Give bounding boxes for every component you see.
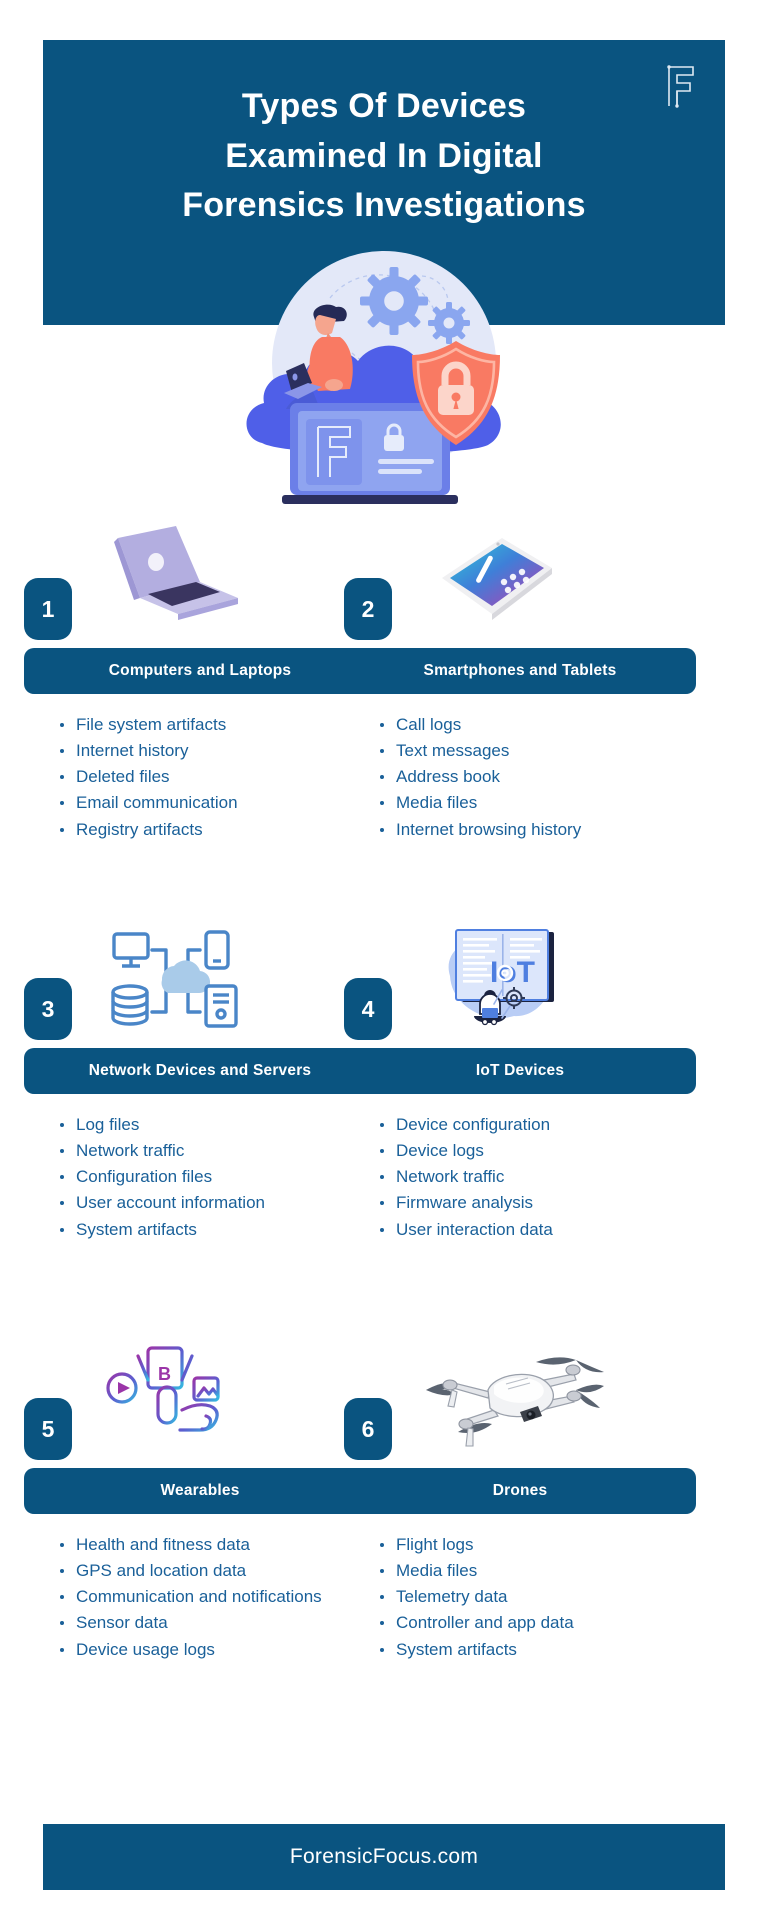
section-number-badge: 6: [344, 1398, 392, 1460]
list-item: Telemetry data: [378, 1584, 696, 1609]
list-item: User interaction data: [378, 1217, 696, 1242]
section-label: Network Devices and Servers: [24, 1048, 376, 1094]
section-header: 1: [24, 520, 376, 640]
list-item: System artifacts: [378, 1637, 696, 1662]
list-item: Communication and notifications: [58, 1584, 376, 1609]
section-label: Smartphones and Tablets: [344, 648, 696, 694]
list-item: Device logs: [378, 1138, 696, 1163]
section-list: Call logs Text messages Address book Med…: [378, 712, 696, 842]
section-list: Flight logs Media files Telemetry data C…: [378, 1532, 696, 1662]
page-title: Types Of Devices Examined In Digital For…: [43, 82, 725, 231]
section-wearables: 5: [24, 1340, 376, 1663]
list-item: Flight logs: [378, 1532, 696, 1557]
section-header: 2: [344, 520, 696, 640]
section-iot-devices: 4: [344, 920, 696, 1243]
list-item: Controller and app data: [378, 1610, 696, 1635]
list-item: File system artifacts: [58, 712, 376, 737]
network-cloud-icon: [96, 920, 256, 1038]
section-label: Computers and Laptops: [24, 648, 376, 694]
list-item: Device usage logs: [58, 1637, 376, 1662]
page-title-line-3: Forensics Investigations: [182, 186, 586, 225]
list-item: System artifacts: [58, 1217, 376, 1242]
section-label: IoT Devices: [344, 1048, 696, 1094]
wearable-media-icon: B: [96, 1340, 256, 1458]
list-item: Health and fitness data: [58, 1532, 376, 1557]
section-number-badge: 4: [344, 978, 392, 1040]
section-number-badge: 3: [24, 978, 72, 1040]
list-item: Device configuration: [378, 1112, 696, 1137]
section-computers-and-laptops: 1 Computers and Laptops File system arti…: [24, 520, 376, 843]
section-number-badge: 1: [24, 578, 72, 640]
section-list: Log files Network traffic Configuration …: [58, 1112, 376, 1242]
section-label: Drones: [344, 1468, 696, 1514]
footer-website-text: ForensicFocus.com: [289, 1845, 479, 1868]
section-header: 6: [344, 1340, 696, 1460]
list-item: Media files: [378, 1558, 696, 1583]
list-item: Internet history: [58, 738, 376, 763]
section-header: 4: [344, 920, 696, 1040]
list-item: Call logs: [378, 712, 696, 737]
section-header: 3: [24, 920, 376, 1040]
footer-bar[interactable]: ForensicFocus.com: [43, 1824, 725, 1890]
iot-screen-icon: IoT: [416, 920, 576, 1038]
page-title-line-2: Examined In Digital: [225, 136, 543, 175]
section-label: Wearables: [24, 1468, 376, 1514]
forensic-focus-f-logo-icon: [664, 62, 698, 110]
list-item: Registry artifacts: [58, 817, 376, 842]
list-item: Network traffic: [58, 1138, 376, 1163]
page-title-line-1: Types Of Devices: [241, 87, 527, 125]
section-number-badge: 2: [344, 578, 392, 640]
list-item: Media files: [378, 790, 696, 815]
list-item: Text messages: [378, 738, 696, 763]
list-item: Address book: [378, 764, 696, 789]
section-header: 5: [24, 1340, 376, 1460]
list-item: Network traffic: [378, 1164, 696, 1189]
section-network-devices-and-servers: 3: [24, 920, 376, 1243]
svg-text:B: B: [158, 1364, 171, 1384]
list-item: Email communication: [58, 790, 376, 815]
drone-icon: [416, 1340, 606, 1458]
cloud-security-illustration: [234, 243, 534, 511]
list-item: Log files: [58, 1112, 376, 1137]
list-item: Deleted files: [58, 764, 376, 789]
laptop-icon: [96, 520, 256, 638]
section-drones: 6: [344, 1340, 696, 1663]
section-list: Device configuration Device logs Network…: [378, 1112, 696, 1242]
list-item: User account information: [58, 1190, 376, 1215]
list-item: GPS and location data: [58, 1558, 376, 1583]
section-smartphones-and-tablets: 2: [344, 520, 696, 843]
tablet-icon: [416, 520, 576, 638]
list-item: Firmware analysis: [378, 1190, 696, 1215]
section-list: File system artifacts Internet history D…: [58, 712, 376, 842]
list-item: Sensor data: [58, 1610, 376, 1635]
section-number-badge: 5: [24, 1398, 72, 1460]
list-item: Configuration files: [58, 1164, 376, 1189]
list-item: Internet browsing history: [378, 817, 696, 842]
section-list: Health and fitness data GPS and location…: [58, 1532, 376, 1662]
